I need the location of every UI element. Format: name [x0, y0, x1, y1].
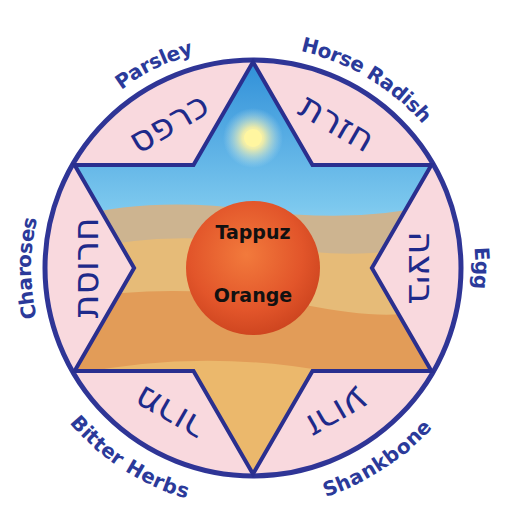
- label-letter: g: [471, 274, 492, 290]
- item-name: Egg: [471, 246, 492, 290]
- label-letter: r: [14, 267, 34, 277]
- label-letter: o: [14, 253, 34, 267]
- label-letter: a: [14, 277, 35, 292]
- node-text: Tappuz: [215, 222, 290, 243]
- label-letter: h: [15, 289, 37, 306]
- item-name: Charoses: [14, 215, 40, 322]
- hebrew-name: ביצה: [401, 231, 441, 305]
- star-outline: [75, 62, 432, 474]
- label-letter: g: [472, 260, 492, 274]
- label-letter: E: [471, 246, 492, 261]
- label-letter: s: [14, 241, 35, 255]
- item-name: Parsley: [111, 38, 194, 92]
- orange-shape: [185, 200, 321, 336]
- desert-scene: [70, 60, 440, 480]
- hebrew-name: חרוסת: [65, 218, 105, 319]
- orange-circle: TappuzOrange: [185, 200, 321, 336]
- node-text: Orange: [214, 285, 292, 306]
